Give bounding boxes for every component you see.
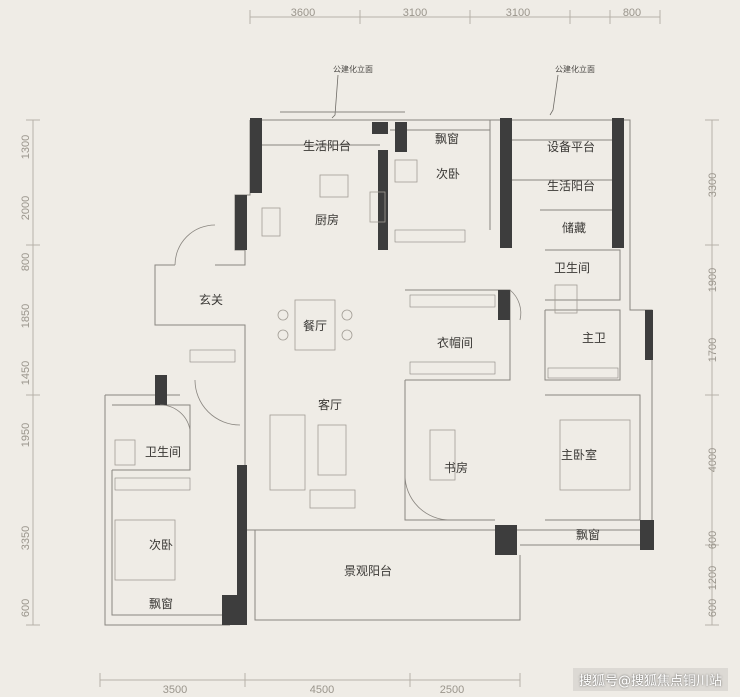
dim-top-1: 3600 — [291, 7, 315, 19]
thick-walls — [155, 118, 654, 625]
room-master-bedroom: 主卧室 — [561, 447, 597, 462]
facade-note-right: 公建化立面 — [555, 64, 595, 74]
room-bedroom-top: 次卧 — [436, 167, 460, 181]
dim-bottom-1: 3500 — [163, 684, 187, 696]
room-entrance: 玄关 — [199, 292, 223, 307]
furniture — [114, 159, 631, 581]
dim-left-4: 1850 — [20, 304, 32, 328]
room-bath-left: 卫生间 — [145, 445, 181, 459]
room-master-bath: 主卫 — [582, 331, 606, 345]
room-living: 客厅 — [318, 397, 342, 412]
dim-bottom-3: 2500 — [440, 684, 464, 696]
dim-left-1: 1300 — [20, 135, 32, 159]
dim-top-3: 3100 — [506, 7, 530, 19]
room-study: 书房 — [444, 460, 468, 475]
dim-left-7: 3350 — [20, 526, 32, 550]
room-cloakroom: 衣帽间 — [437, 335, 473, 350]
facade-note-left: 公建化立面 — [333, 64, 373, 74]
wardrobe-hatches — [114, 229, 619, 491]
dim-left-2: 2000 — [20, 196, 32, 220]
dim-left-5: 1450 — [20, 361, 32, 385]
facade-leaders — [331, 74, 559, 119]
dim-right-2: 1900 — [707, 268, 719, 292]
dim-bottom-2: 4500 — [310, 684, 334, 696]
room-bedroom-left: 次卧 — [149, 538, 173, 552]
dim-right-5: 600 — [707, 531, 719, 549]
room-kitchen: 厨房 — [315, 212, 339, 227]
dim-right-7: 600 — [707, 599, 719, 617]
room-living-balcony-1: 生活阳台 — [303, 138, 351, 153]
dim-left-8: 600 — [20, 599, 32, 617]
dim-right-6: 1200 — [707, 566, 719, 590]
room-dining: 餐厅 — [303, 318, 327, 333]
dim-top-2: 3100 — [403, 7, 427, 19]
dim-right-4: 4000 — [707, 448, 719, 472]
room-landscape-balcony: 景观阳台 — [344, 563, 392, 578]
watermark: 搜狐号@搜狐焦点铜川站 — [572, 668, 728, 691]
dim-left-6: 1950 — [20, 423, 32, 447]
room-bay-window-right: 飘窗 — [576, 528, 600, 542]
room-living-balcony-2: 生活阳台 — [547, 178, 595, 193]
room-bay-window-top: 飘窗 — [435, 132, 459, 146]
room-bay-window-left: 飘窗 — [149, 597, 173, 611]
door-arcs — [159, 224, 522, 521]
dim-left-3: 800 — [20, 253, 32, 271]
room-storage: 储藏 — [562, 220, 586, 235]
dim-right-1: 3300 — [707, 173, 719, 197]
room-equipment-platform: 设备平台 — [547, 139, 595, 154]
dim-top-4: 800 — [623, 7, 641, 19]
room-bath-small: 卫生间 — [554, 261, 590, 275]
dim-right-3: 1700 — [707, 338, 719, 362]
dimension-lines — [26, 10, 719, 687]
